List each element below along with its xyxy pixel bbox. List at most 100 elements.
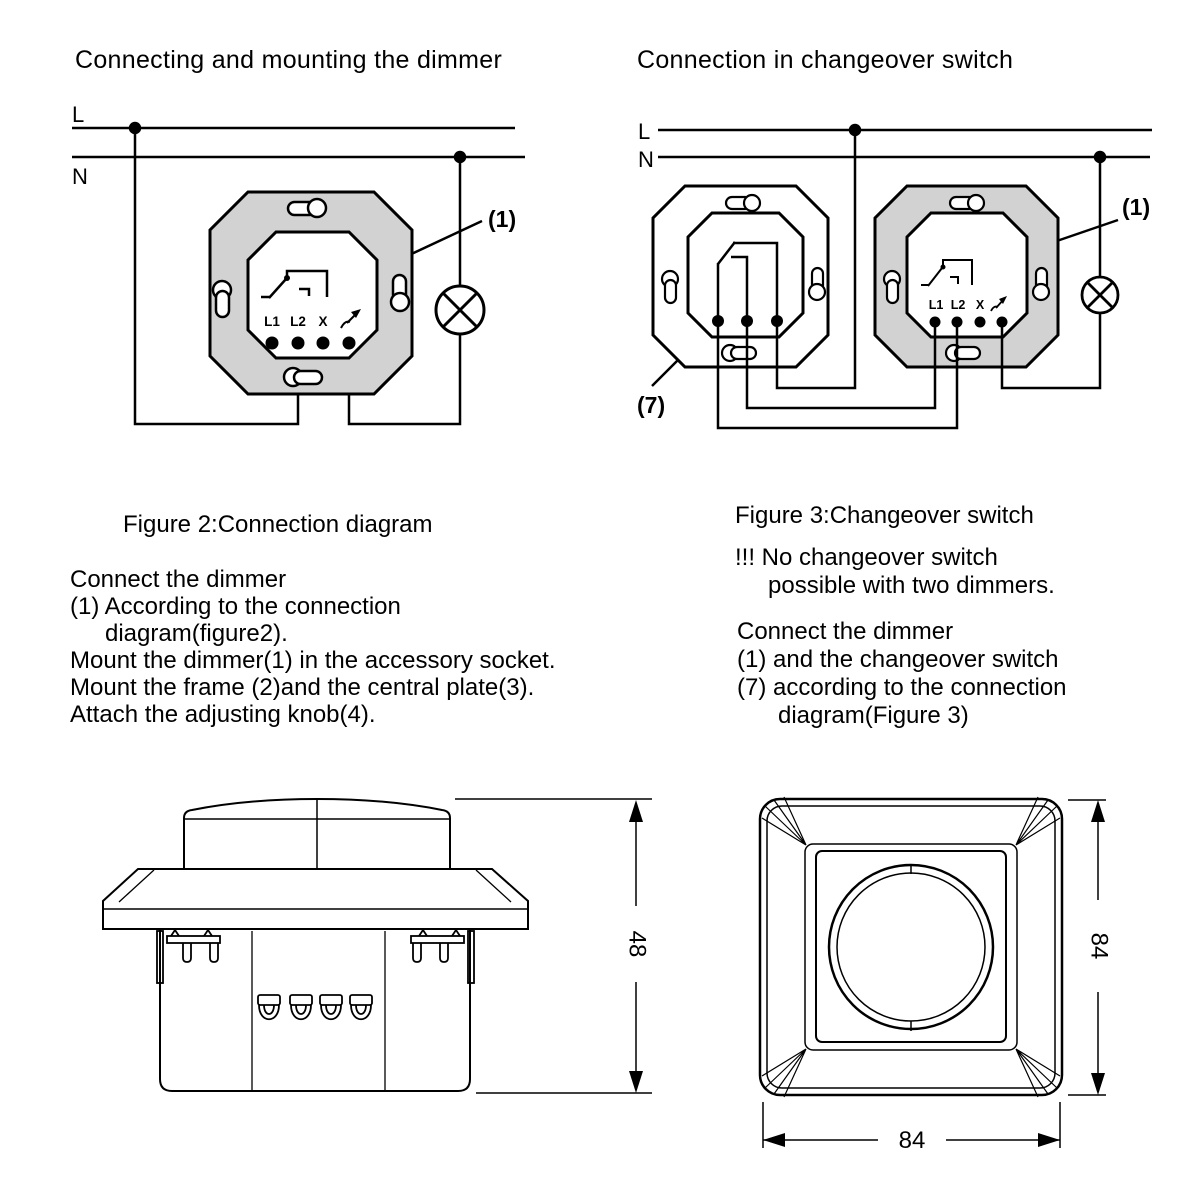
lamp-icon xyxy=(1080,275,1120,315)
terminal-clamp-icon xyxy=(319,994,343,1021)
dimmer-switch-symbol-icon xyxy=(921,259,973,287)
central-plate-front xyxy=(815,850,1007,1043)
junction-dot xyxy=(453,150,467,164)
adjusting-knob-side xyxy=(183,797,451,870)
front-view-drawing xyxy=(758,796,1064,1098)
plate-bevel-lines xyxy=(118,869,512,903)
fig3-part1-leader-line xyxy=(1047,218,1119,246)
keyhole-slot-top-icon xyxy=(286,197,328,219)
keyhole-slot-left-icon xyxy=(882,269,902,305)
terminal-label-X: X xyxy=(976,298,985,312)
instruction-line: Connect the dimmer xyxy=(737,618,954,645)
terminal-label-L2: L2 xyxy=(290,314,306,329)
dimension-height-84: 84 xyxy=(1068,799,1113,1096)
instruction-line: Mount the frame (2)and the central plate… xyxy=(70,674,535,701)
instruction-line: Attach the adjusting knob(4). xyxy=(70,701,376,728)
dimension-value-84-width: 84 xyxy=(899,1127,926,1154)
fig2-part1-label: (1) xyxy=(488,206,516,232)
fig2-part1-leader-line xyxy=(404,219,483,259)
mechanism-body-side xyxy=(159,930,471,1092)
dimmer-insert-face xyxy=(246,230,379,360)
arrowhead-up-icon xyxy=(1091,800,1105,822)
fig3-label-L: L xyxy=(638,119,650,144)
instruction-line: (1) and the changeover switch xyxy=(737,646,1059,673)
dimmer-switch-symbol-icon xyxy=(261,269,329,299)
fig3-caption: Figure 3:Changeover switch xyxy=(735,502,1034,529)
terminal-dot xyxy=(342,336,356,350)
instruction-line: (7) according to the connection xyxy=(737,674,1067,701)
fig3-changeover-insert xyxy=(651,184,830,369)
instruction-line: Connect the dimmer xyxy=(70,566,287,593)
keyhole-slots xyxy=(660,193,827,363)
fig2-heading: Connecting and mounting the dimmer xyxy=(75,46,503,74)
dimension-depth-48: 48 xyxy=(455,798,652,1094)
terminal-clamp-icon xyxy=(289,994,313,1021)
terminal-dots xyxy=(265,336,356,350)
arrowhead-down-icon xyxy=(629,1071,643,1093)
lamp-icon xyxy=(434,284,486,336)
frame-outer-edge xyxy=(758,797,1064,1097)
terminal-label-L1: L1 xyxy=(264,314,280,329)
fig3-label-N: N xyxy=(638,147,654,172)
dimension-value-84-height: 84 xyxy=(1086,933,1113,960)
dimmer-insert-face xyxy=(905,211,1029,339)
fig3-traveler-wire-1 xyxy=(716,321,959,430)
mounting-claw-right xyxy=(410,928,475,984)
keyhole-slot-bottom-icon xyxy=(944,343,982,363)
frame-bevel-edge xyxy=(804,843,1018,1051)
frame-rim-line xyxy=(766,805,1056,1089)
corner-bevel-fans xyxy=(761,796,1061,1098)
terminal-dot xyxy=(974,316,986,328)
instruction-line: diagram(Figure 3) xyxy=(778,702,969,729)
terminal-label-L2: L2 xyxy=(951,298,966,312)
terminal-clamp-icon xyxy=(349,994,373,1021)
fig3-circuit xyxy=(651,123,1152,387)
fig3-traveler-wire-2 xyxy=(745,321,937,410)
fig3-lamp-wire xyxy=(1000,313,1102,390)
fig3-dimmer-insert: L1 L2 X xyxy=(873,184,1060,369)
keyhole-slots xyxy=(211,197,411,388)
terminal-dot xyxy=(316,336,330,350)
arrowhead-up-icon xyxy=(629,800,643,822)
frame-plate-side xyxy=(102,868,529,930)
terminal-clamps xyxy=(257,994,373,1021)
instruction-line: (1) According to the connection xyxy=(70,593,401,620)
keyhole-slot-top-icon xyxy=(724,193,762,213)
terminal-dot xyxy=(291,336,305,350)
fig2-instructions: Connect the dimmer (1) According to the … xyxy=(70,566,556,728)
fig3-warning: !!! No changeover switch possible with t… xyxy=(735,544,1055,600)
keyhole-slot-right-icon xyxy=(389,273,411,313)
keyhole-slot-bottom-icon xyxy=(282,366,324,388)
terminal-labels: L1 L2 X xyxy=(264,314,327,329)
terminal-dot xyxy=(265,336,279,350)
keyhole-slot-right-icon xyxy=(807,266,827,302)
fig2-label-L: L xyxy=(72,102,84,127)
terminal-label-X: X xyxy=(318,314,327,329)
dimension-value-48: 48 xyxy=(624,931,651,958)
fig2-caption: Figure 2:Connection diagram xyxy=(123,511,433,538)
fig2-label-N: N xyxy=(72,164,88,189)
knob-inner-circle xyxy=(836,872,986,1022)
fig3-instructions: Connect the dimmer (1) and the changeove… xyxy=(737,618,1067,730)
keyhole-slot-left-icon xyxy=(211,279,233,319)
warning-line: !!! No changeover switch xyxy=(735,544,998,571)
warning-line: possible with two dimmers. xyxy=(768,572,1055,599)
fig3-heading: Connection in changeover switch xyxy=(637,46,1014,74)
instruction-line: diagram(figure2). xyxy=(105,620,288,647)
mounting-claw-left xyxy=(156,928,221,984)
fig2-dimmer-insert: L1 L2 X xyxy=(208,190,414,396)
arrowhead-right-icon xyxy=(1038,1133,1060,1147)
dimmer-arrow-icon xyxy=(340,309,361,329)
side-view-drawing xyxy=(102,797,529,1092)
arrowhead-down-icon xyxy=(1091,1073,1105,1095)
terminal-clamp-icon xyxy=(257,994,281,1021)
keyhole-slot-top-icon xyxy=(948,193,986,213)
fig3-part7-label: (7) xyxy=(637,392,665,418)
keyhole-slot-right-icon xyxy=(1031,266,1051,302)
terminal-label-L1: L1 xyxy=(929,298,944,312)
arrowhead-left-icon xyxy=(763,1133,785,1147)
changeover-switch-symbol-icon xyxy=(716,241,779,321)
dimmer-arrow-icon xyxy=(990,296,1007,312)
